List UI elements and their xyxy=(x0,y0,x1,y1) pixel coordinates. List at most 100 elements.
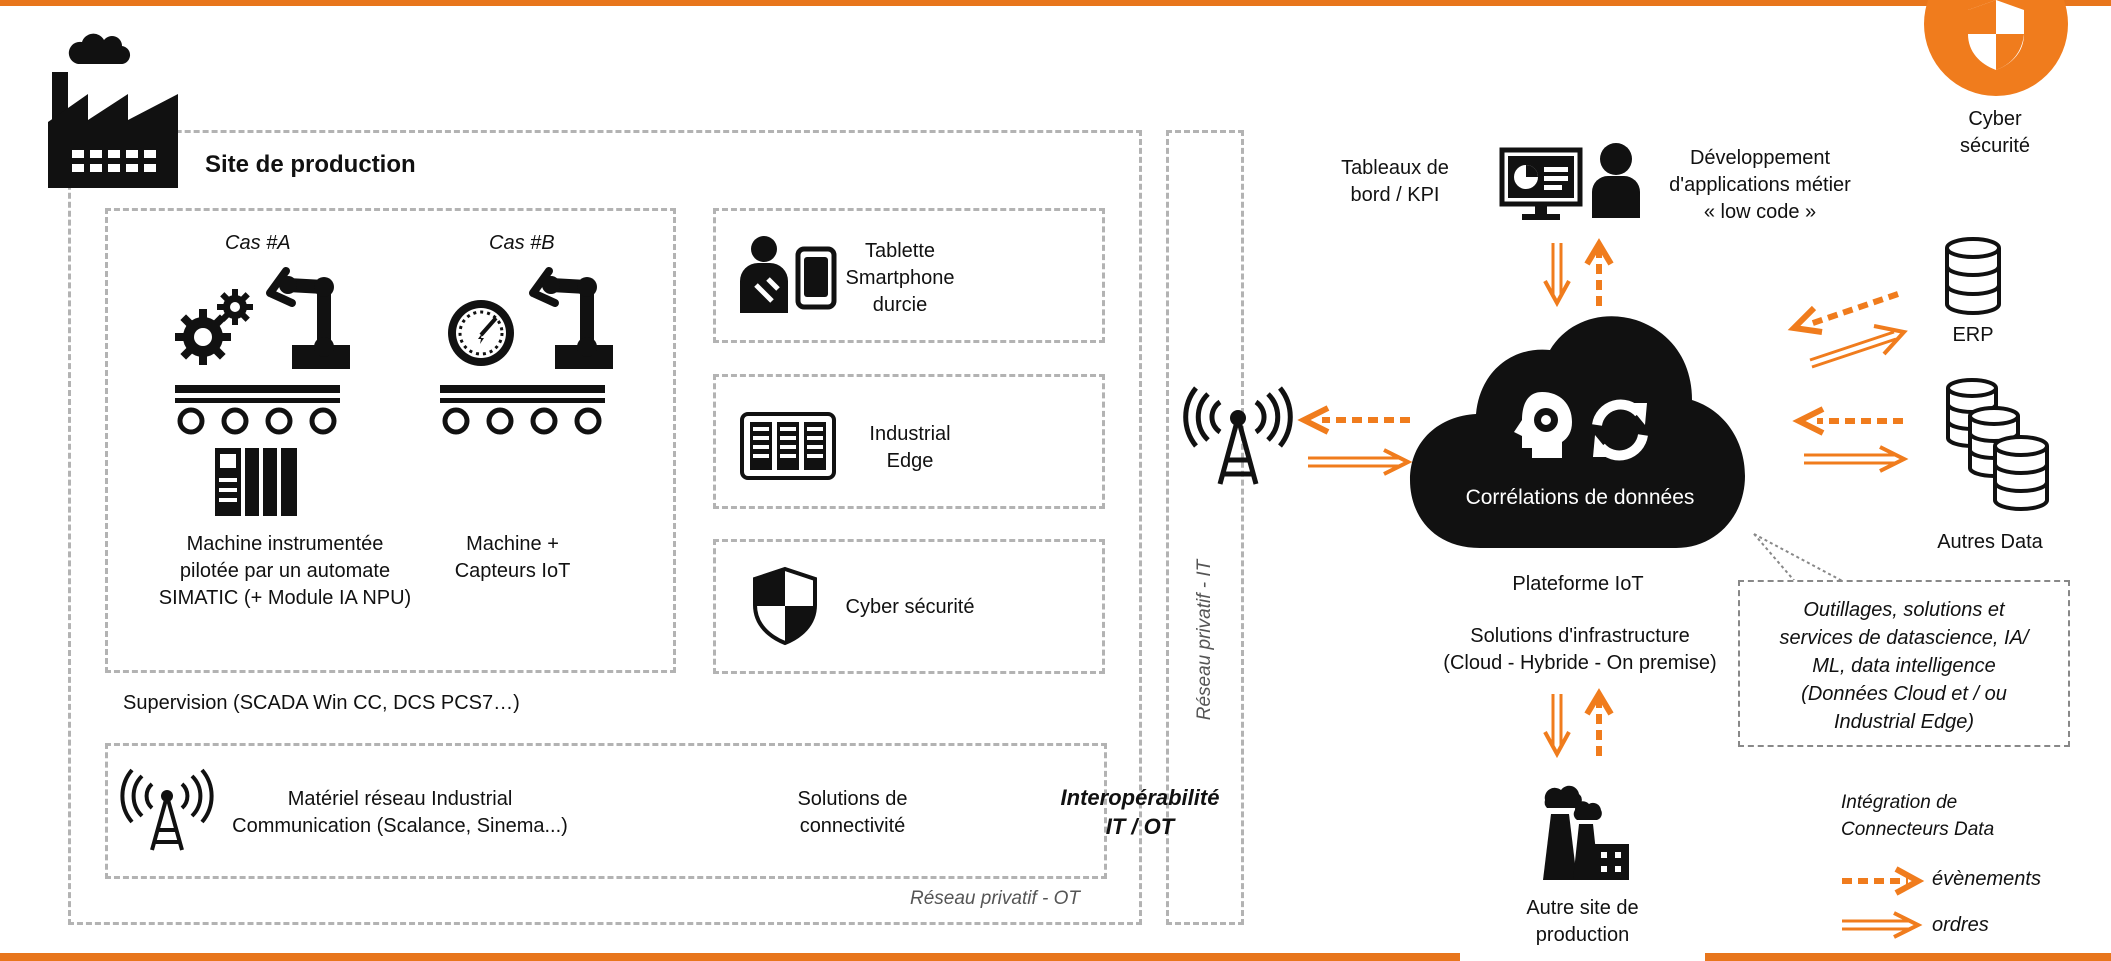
brain-head-icon xyxy=(1514,392,1572,458)
other-site-label: Autre site de production xyxy=(1500,895,1665,949)
cyber-right-line2: sécurité xyxy=(1959,135,2031,157)
case-b-desc-line2: Capteurs IoT xyxy=(454,560,571,582)
gears-icon xyxy=(175,289,253,365)
order-arrow-erp xyxy=(1809,324,1908,369)
case-a-desc-line1: Machine instrumentée xyxy=(186,533,384,555)
dashboards-line2: bord / KPI xyxy=(1350,184,1440,206)
tools-line2: services de datascience, IA/ xyxy=(1779,627,2029,649)
order-arrow-to-cloud xyxy=(1308,448,1413,476)
other-data-label: Autres Data xyxy=(1937,531,2043,553)
event-arrow-up-top xyxy=(1584,238,1614,306)
site-title: Site de production xyxy=(205,151,416,178)
conveyor-icon-b xyxy=(440,385,605,435)
technician-tablet-icon xyxy=(740,236,837,313)
monitor-dashboard-icon xyxy=(1499,147,1583,220)
bottom-border xyxy=(0,953,1460,961)
edge-label: Industrial Edge xyxy=(850,421,970,475)
other-site-line2: production xyxy=(1535,924,1630,946)
conveyor-icon xyxy=(175,385,340,435)
erp-database-icon xyxy=(1945,237,2001,315)
cyber-right-line1: Cyber xyxy=(1968,108,2022,130)
sync-icon xyxy=(1592,399,1648,461)
power-plant-icon xyxy=(1543,785,1629,880)
infra-line2: (Cloud - Hybride - On premise) xyxy=(1443,652,1717,674)
dev-line1: Développement xyxy=(1689,147,1831,169)
gauge-icon xyxy=(448,300,514,366)
other-site-line1: Autre site de xyxy=(1526,897,1639,919)
cyber-security-badge xyxy=(1924,0,2068,96)
legend-events-label: évènements xyxy=(1932,868,2041,890)
cyber-right-label: Cyber sécurité xyxy=(1935,106,2055,160)
dashboards-line1: Tableaux de xyxy=(1341,157,1449,179)
connectivity-label: Solutions de connectivité xyxy=(770,786,935,840)
ot-network-label: Réseau privatif - OT xyxy=(910,888,1080,909)
dev-line2: d'applications métier xyxy=(1669,174,1851,196)
event-arrow-to-tower xyxy=(1297,405,1410,435)
connectivity-line2: connectivité xyxy=(799,815,906,837)
order-arrow-down-top xyxy=(1543,243,1571,308)
plc-icon xyxy=(215,448,297,516)
tablet-box xyxy=(713,208,1105,343)
order-arrow-down-bottom xyxy=(1543,694,1571,759)
callout-pointer xyxy=(1753,533,1849,593)
order-arrow-other-data xyxy=(1804,445,1909,473)
robot-arm-icon xyxy=(266,267,350,369)
tablet-label-line3: durcie xyxy=(872,294,928,316)
network-hardware-label: Matériel réseau Industrial Communication… xyxy=(205,786,595,840)
network-hardware-line1: Matériel réseau Industrial xyxy=(287,788,513,810)
edge-label-line1: Industrial xyxy=(869,423,951,445)
event-arrow-erp xyxy=(1787,291,1899,335)
edge-label-line2: Edge xyxy=(886,450,934,472)
case-b-label: Cas #B xyxy=(489,232,555,254)
tablet-label: Tablette Smartphone durcie xyxy=(840,238,960,319)
it-network-box xyxy=(1166,130,1244,925)
legend-event-arrow xyxy=(1842,866,1925,896)
cyber-label: Cyber sécurité xyxy=(845,596,975,618)
case-a-label: Cas #A xyxy=(225,232,291,254)
cyber-box xyxy=(713,539,1105,674)
top-border xyxy=(0,0,2111,6)
dashboards-label: Tableaux de bord / KPI xyxy=(1330,155,1460,209)
developer-person-icon xyxy=(1592,143,1640,218)
dev-line3: « low code » xyxy=(1703,201,1817,223)
legend-title: Intégration de Connecteurs Data xyxy=(1841,789,1994,843)
event-arrow-other-data xyxy=(1792,406,1903,436)
factory-icon xyxy=(48,33,178,188)
iot-cloud xyxy=(1410,316,1745,548)
case-a-desc: Machine instrumentée pilotée par un auto… xyxy=(140,531,430,612)
case-b-desc: Machine + Capteurs IoT xyxy=(430,531,595,585)
supervision-label: Supervision (SCADA Win CC, DCS PCS7…) xyxy=(123,692,520,714)
tools-line3: ML, data intelligence xyxy=(1812,655,1996,677)
infra-label: Solutions d'infrastructure (Cloud - Hybr… xyxy=(1420,623,1740,677)
robot-arm-icon-b xyxy=(529,267,613,369)
machines-box xyxy=(105,208,676,673)
other-data-databases-icon xyxy=(1946,378,2049,511)
tablet-label-line1: Tablette xyxy=(864,240,936,262)
case-b-desc-line1: Machine + xyxy=(466,533,559,555)
edge-box xyxy=(713,374,1105,509)
case-a-desc-line2: pilotée par un automate xyxy=(179,560,391,582)
iot-platform-label: Plateforme IoT xyxy=(1512,573,1644,595)
shield-icon xyxy=(753,566,817,646)
event-arrow-up-bottom xyxy=(1584,688,1614,756)
site-production-box xyxy=(68,130,1142,925)
tools-callout xyxy=(1738,580,2070,747)
connectivity-line1: Solutions de xyxy=(797,788,908,810)
legend-order-arrow xyxy=(1842,911,1923,939)
tablet-label-line2: Smartphone xyxy=(845,267,955,289)
interop-label: Interopérabilité IT / OT xyxy=(1040,783,1240,841)
legend-title-line2: Connecteurs Data xyxy=(1841,819,1995,840)
server-rack-icon xyxy=(740,412,836,480)
interop-line1: Interopérabilité xyxy=(1060,785,1220,810)
tools-line4: (Données Cloud et / ou xyxy=(1801,683,2007,705)
it-network-label: Réseau privatif - IT xyxy=(1194,559,1215,721)
bottom-border-right xyxy=(1705,953,2111,961)
interop-line2: IT / OT xyxy=(1105,814,1175,839)
antenna-icon xyxy=(120,768,214,851)
erp-label: ERP xyxy=(1952,324,1994,346)
cloud-label: Corrélations de données xyxy=(1465,486,1695,509)
case-a-desc-line3: SIMATIC (+ Module IA NPU) xyxy=(158,587,412,609)
dev-label: Développement d'applications métier « lo… xyxy=(1660,145,1860,226)
network-hardware-line2: Communication (Scalance, Sinema...) xyxy=(232,815,568,837)
tools-line5: Industrial Edge) xyxy=(1833,711,1975,733)
